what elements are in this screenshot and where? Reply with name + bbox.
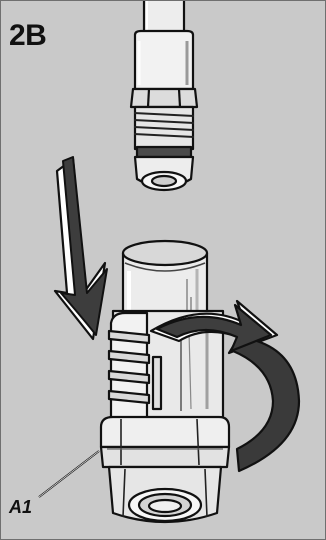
down-arrow-icon xyxy=(45,157,107,339)
callout-label-a1: A1 xyxy=(9,498,32,516)
fitting xyxy=(101,241,229,522)
callout-leader-highlight xyxy=(39,451,99,497)
hose-connector xyxy=(131,1,197,190)
step-label: 2B xyxy=(9,21,46,51)
